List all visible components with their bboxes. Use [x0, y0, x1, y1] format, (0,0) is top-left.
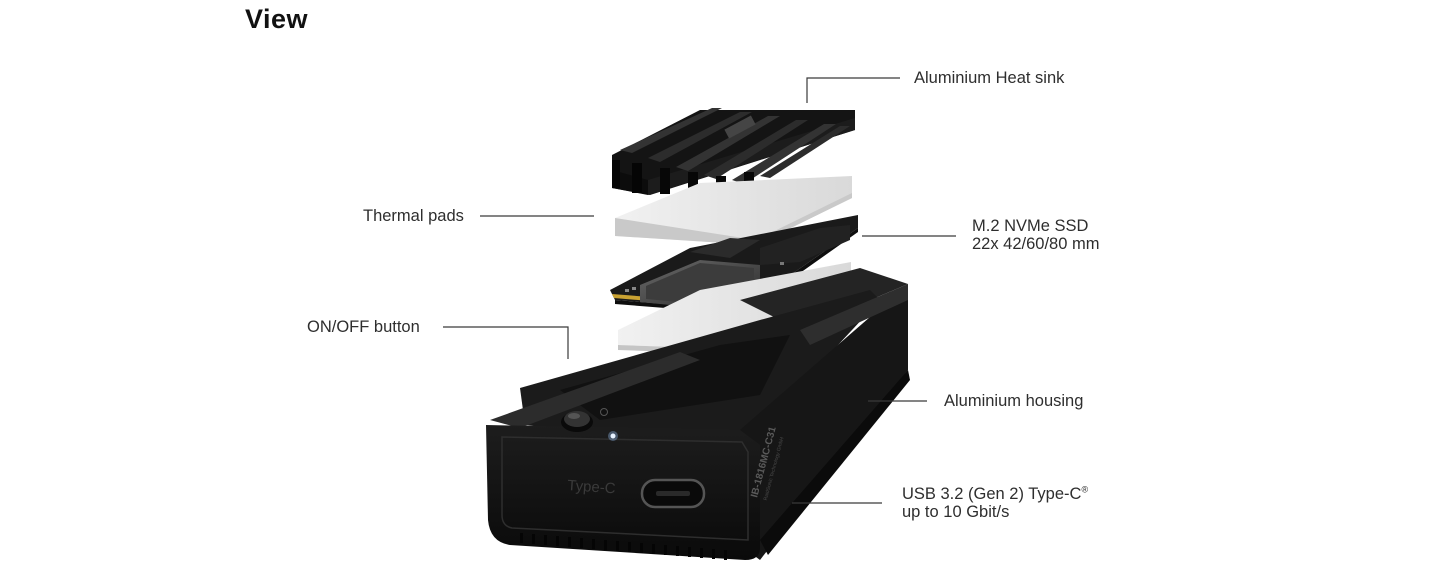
- callout-housing: Aluminium housing: [944, 392, 1084, 410]
- callout-thermal-pads: Thermal pads: [363, 207, 464, 225]
- heat-sink-graphic: [612, 108, 855, 195]
- housing-graphic: IB-1816MC-C31 RaidSonic Technology GmbH …: [486, 268, 910, 560]
- callout-ssd-line2: 22x 42/60/80 mm: [972, 235, 1100, 253]
- callout-usb-line1: USB 3.2 (Gen 2) Type-C®: [902, 485, 1088, 504]
- callout-heat-sink: Aluminium Heat sink: [914, 69, 1065, 87]
- port-label: Type-C: [567, 477, 617, 497]
- callout-ssd-line1: M.2 NVMe SSD: [972, 217, 1089, 235]
- registered-mark: ®: [1081, 484, 1089, 495]
- callout-usb-text: USB 3.2 (Gen 2) Type-C: [902, 485, 1082, 503]
- page-title: View: [245, 4, 309, 34]
- callout-usb-line2: up to 10 Gbit/s: [902, 503, 1010, 521]
- callout-onoff: ON/OFF button: [307, 318, 420, 336]
- leader-heat-sink: [806, 77, 900, 103]
- thermal-pad-top: [615, 176, 852, 245]
- leader-onoff: [443, 326, 569, 359]
